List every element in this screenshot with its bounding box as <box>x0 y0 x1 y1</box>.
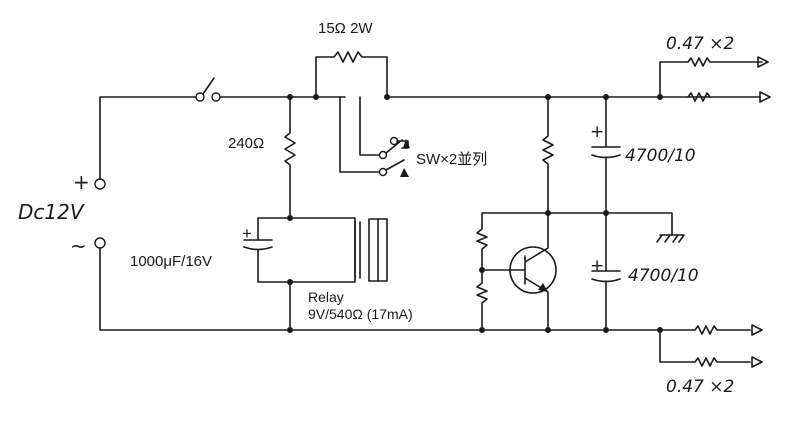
capacitor-1000-label: 1000μF/16V <box>130 253 213 270</box>
minus-sign-label: ~ <box>70 234 87 258</box>
output-resistor-positive-1 <box>659 57 763 98</box>
negative-terminal <box>94 237 106 249</box>
transistor <box>481 212 557 331</box>
relay-spec-label: 9V/540Ω (17mA) <box>308 306 413 322</box>
resistor-15ohm-label: 15Ω 2W <box>318 20 373 37</box>
output-arrow-negative-1 <box>751 324 763 336</box>
output-negative-resistors-label: 0.47 ×2 <box>666 377 735 397</box>
plus-sign-label: + <box>73 170 90 194</box>
cap-4700-upper-plus-label: + <box>590 122 605 142</box>
resistor-15ohm <box>315 51 388 98</box>
output-resistor-negative-1 <box>659 325 751 335</box>
power-switch <box>195 77 221 102</box>
relay-switch-contacts <box>378 136 410 177</box>
midpoint-rail <box>481 212 673 236</box>
relay-label: Relay <box>308 289 344 305</box>
sw-parallel-label: SW×2並列 <box>416 151 488 168</box>
relay-contact-wire <box>339 96 381 173</box>
positive-terminal <box>94 178 106 190</box>
ground-rail <box>99 247 661 331</box>
cap-1000-top-wire <box>257 217 291 241</box>
resistor-240-label: 240Ω <box>228 135 265 152</box>
resistor-240 <box>284 96 296 219</box>
ground-symbol <box>656 234 685 243</box>
input-positive-wire <box>99 96 197 180</box>
relay-coil <box>289 217 356 283</box>
output-resistor-positive-2 <box>687 92 711 102</box>
cap-1000-plus-label: + <box>242 224 252 243</box>
capacitor-4700-lower <box>591 212 621 331</box>
output-positive-resistors-label: 0.47 ×2 <box>666 34 735 54</box>
output-arrow-positive-2 <box>759 91 771 103</box>
output-arrow-positive-1 <box>757 56 769 68</box>
capacitor-4700-upper <box>591 96 621 214</box>
capacitor-4700-lower-label: 4700/10 <box>628 266 699 286</box>
cap-1000-bottom-wire <box>257 249 291 283</box>
collector-resistor <box>542 96 554 214</box>
capacitor-4700-upper-label: 4700/10 <box>625 146 696 166</box>
dc-input-label: Dc12V <box>18 200 84 224</box>
output-resistor-negative-2 <box>659 329 751 367</box>
output-arrow-negative-2 <box>751 356 763 368</box>
cap-4700-lower-plus-label: + <box>590 256 605 276</box>
